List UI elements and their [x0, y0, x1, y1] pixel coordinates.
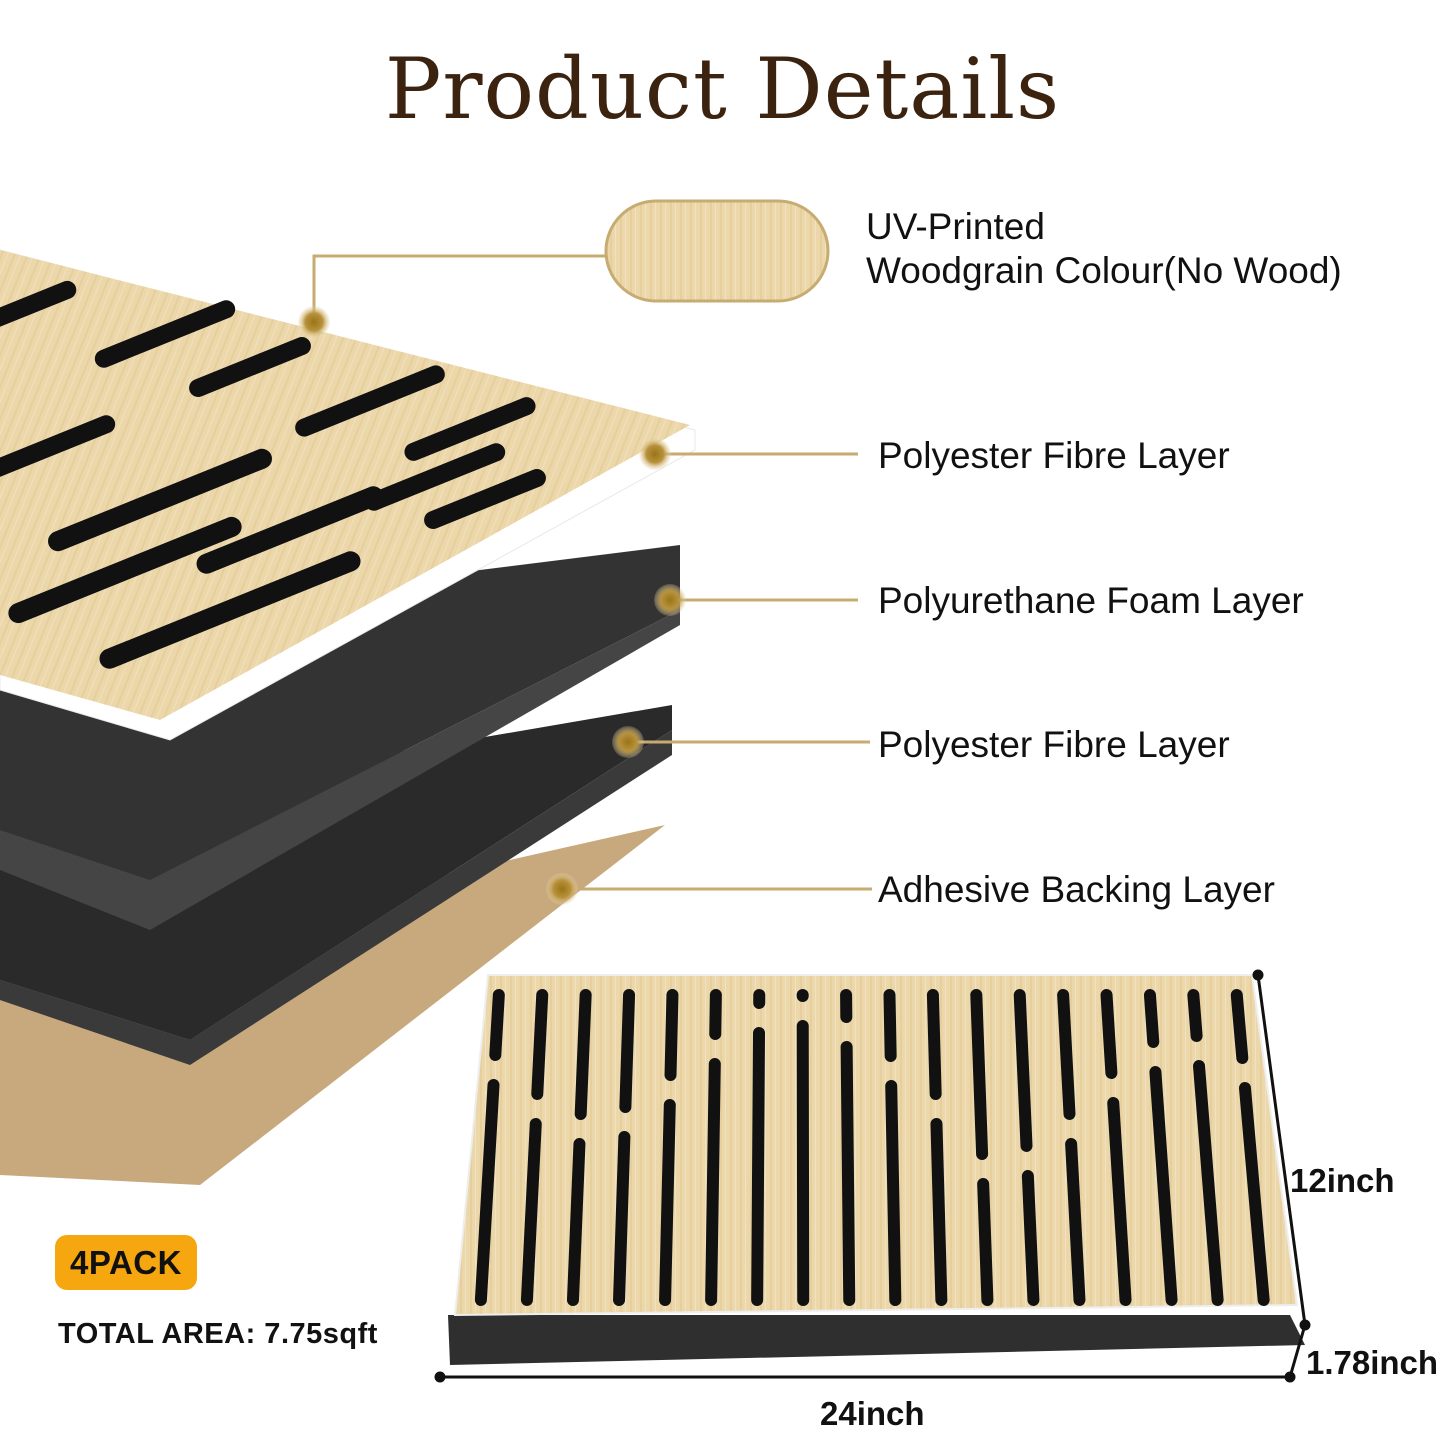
- polyester-fibre-layer-label: Polyester Fibre Layer: [878, 435, 1230, 476]
- panel-slot: [1238, 1082, 1270, 1306]
- panel-slot: [1057, 989, 1076, 1120]
- polyurethane-foam-layer-label: Polyurethane Foam Layer: [878, 580, 1304, 621]
- panel-slot: [705, 1058, 721, 1306]
- panel-slot: [1013, 989, 1033, 1152]
- panel-slot: [885, 1080, 902, 1306]
- panel-slot: [930, 1118, 948, 1306]
- panel-slot: [977, 1178, 994, 1306]
- panel-slot: [1149, 1066, 1178, 1306]
- panel-slot: [1021, 1170, 1040, 1306]
- panel-slot: [1100, 989, 1118, 1079]
- panel-slot: [1187, 989, 1203, 1042]
- panel-slot: [613, 1131, 631, 1306]
- uv-printed-line1: UV-Printed: [866, 206, 1045, 247]
- adhesive-backing-sheet: [0, 825, 665, 1185]
- panel-slot: [619, 989, 636, 1113]
- total-area-text: TOTAL AREA: 7.75sqft: [58, 1318, 378, 1350]
- panel-slot: [489, 989, 505, 1061]
- height-dimension: 12inch: [1290, 1162, 1395, 1199]
- panel-slot: [1230, 989, 1249, 1064]
- panel-slot: [751, 1027, 766, 1306]
- panel-slot: [926, 989, 942, 1100]
- panel-slot: [1107, 1097, 1132, 1306]
- callout-dots: [298, 306, 686, 905]
- panel-slot: [566, 1138, 586, 1306]
- wood-panel-slots: [0, 280, 546, 669]
- panel-slot: [709, 989, 722, 1040]
- callout-lines: [312, 254, 872, 891]
- dimension-lines: [434, 969, 1311, 1383]
- panel-slot: [520, 1118, 542, 1306]
- panel-slot: [574, 989, 592, 1120]
- pack-badge: 4PACK: [55, 1235, 197, 1290]
- panel-slot: [1143, 989, 1160, 1048]
- panel-slot: [531, 989, 549, 1100]
- page-title: Product Details: [384, 40, 1061, 138]
- panel-slot: [883, 989, 897, 1062]
- panel-slot: [474, 1079, 500, 1306]
- panel-slot: [1065, 1138, 1086, 1306]
- adhesive-backing-layer-label: Adhesive Backing Layer: [878, 869, 1275, 910]
- lower-fibre-layer-top: [0, 705, 672, 1040]
- woodgrain-swatch: [604, 199, 830, 303]
- depth-dimension: 1.78inch: [1306, 1344, 1439, 1381]
- panel-slot: [840, 1041, 856, 1306]
- width-dimension: 24inch: [820, 1395, 925, 1432]
- panel-slot: [970, 989, 989, 1160]
- panel-slot: [664, 989, 679, 1081]
- product-panel-side: [448, 1315, 1305, 1365]
- panel-slot: [659, 1099, 676, 1306]
- panel-slot: [1193, 1060, 1224, 1306]
- uv-printed-label: UV-Printed Woodgrain Colour(No Wood): [866, 205, 1342, 293]
- wood-panel-top: [0, 250, 690, 720]
- uv-printed-line2: Woodgrain Colour(No Wood): [866, 250, 1342, 291]
- product-panel-slots: [474, 989, 1270, 1306]
- polyester-fibre-layer-lower-label: Polyester Fibre Layer: [878, 724, 1230, 765]
